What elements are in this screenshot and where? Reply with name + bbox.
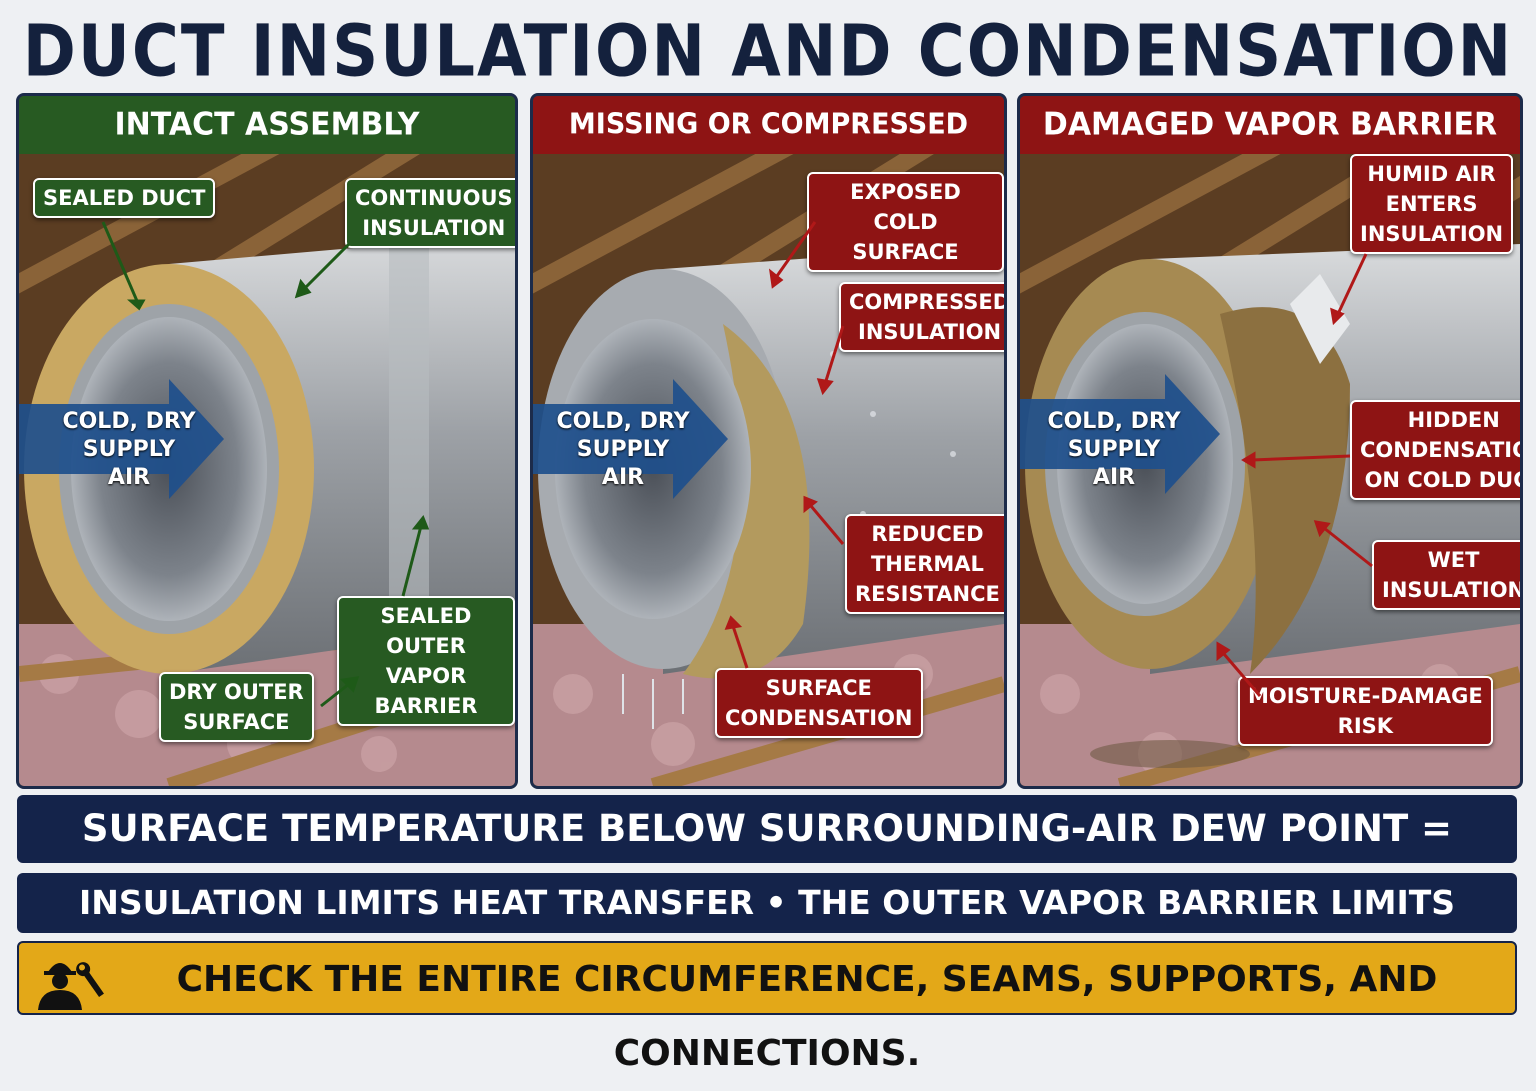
- callout-compressed-insulation: COMPRESSED INSULATION: [839, 282, 1004, 352]
- callout-reduced-thermal-resistance: REDUCED THERMAL RESISTANCE: [845, 514, 1004, 614]
- air-label: COLD, DRY SUPPLY AIR: [1047, 409, 1181, 490]
- arrow-icon: [724, 221, 845, 669]
- check-text: CHECK THE ENTIRE CIRCUMFERENCE, SEAMS, S…: [176, 959, 1438, 1074]
- summary-band: INSULATION LIMITS HEAT TRANSFER • THE OU…: [17, 873, 1517, 982]
- callout-wet-insulation: WET INSULATION: [1372, 540, 1520, 610]
- callout-hidden-condensation: HIDDEN CONDENSATION ON COLD DUCT: [1350, 400, 1520, 500]
- callout-continuous-insulation: CONTINUOUS INSULATION: [345, 178, 515, 248]
- panel-header: INTACT ASSEMBLY: [19, 96, 515, 156]
- page-title: DUCT INSULATION AND CONDENSATION: [22, 10, 1514, 94]
- callout-exposed-cold-surface: EXPOSED COLD SURFACE: [807, 172, 1004, 272]
- callout-sealed-outer-vapor-barrier: SEALED OUTER VAPOR BARRIER: [337, 596, 515, 726]
- callout-surface-condensation: SURFACE CONDENSATION: [715, 668, 923, 738]
- panel-intact-assembly: INTACT ASSEMBLY COLD, DRY SUPPLY AIR SEA…: [16, 93, 518, 789]
- arrow-icon: [1216, 253, 1373, 697]
- panel-header: DAMAGED VAPOR BARRIER: [1020, 96, 1520, 156]
- callout-moisture-damage-risk: MOISTURE-DAMAGE RISK: [1238, 676, 1493, 746]
- callout-humid-air-enters-insulation: HUMID AIR ENTERS INSULATION: [1350, 154, 1514, 254]
- callout-dry-outer-surface: DRY OUTER SURFACE: [159, 672, 314, 742]
- worker-wrench-icon: [38, 962, 104, 1010]
- arrow-icon: [101, 221, 430, 708]
- principle-band: SURFACE TEMPERATURE BELOW SURROUNDING-AI…: [17, 795, 1517, 918]
- air-label: COLD, DRY SUPPLY AIR: [556, 409, 690, 490]
- callout-sealed-duct: SEALED DUCT: [33, 178, 216, 218]
- check-band: CHECK THE ENTIRE CIRCUMFERENCE, SEAMS, S…: [17, 941, 1517, 1074]
- panel-missing-insulation: MISSING OR COMPRESSED INSULATION COLD, D…: [530, 93, 1007, 789]
- duct-illustration: [533, 154, 1004, 786]
- panel-damaged-vapor-barrier: DAMAGED VAPOR BARRIER COLD, DRY SUPPLY A…: [1017, 93, 1523, 789]
- air-label: COLD, DRY SUPPLY AIR: [62, 409, 196, 490]
